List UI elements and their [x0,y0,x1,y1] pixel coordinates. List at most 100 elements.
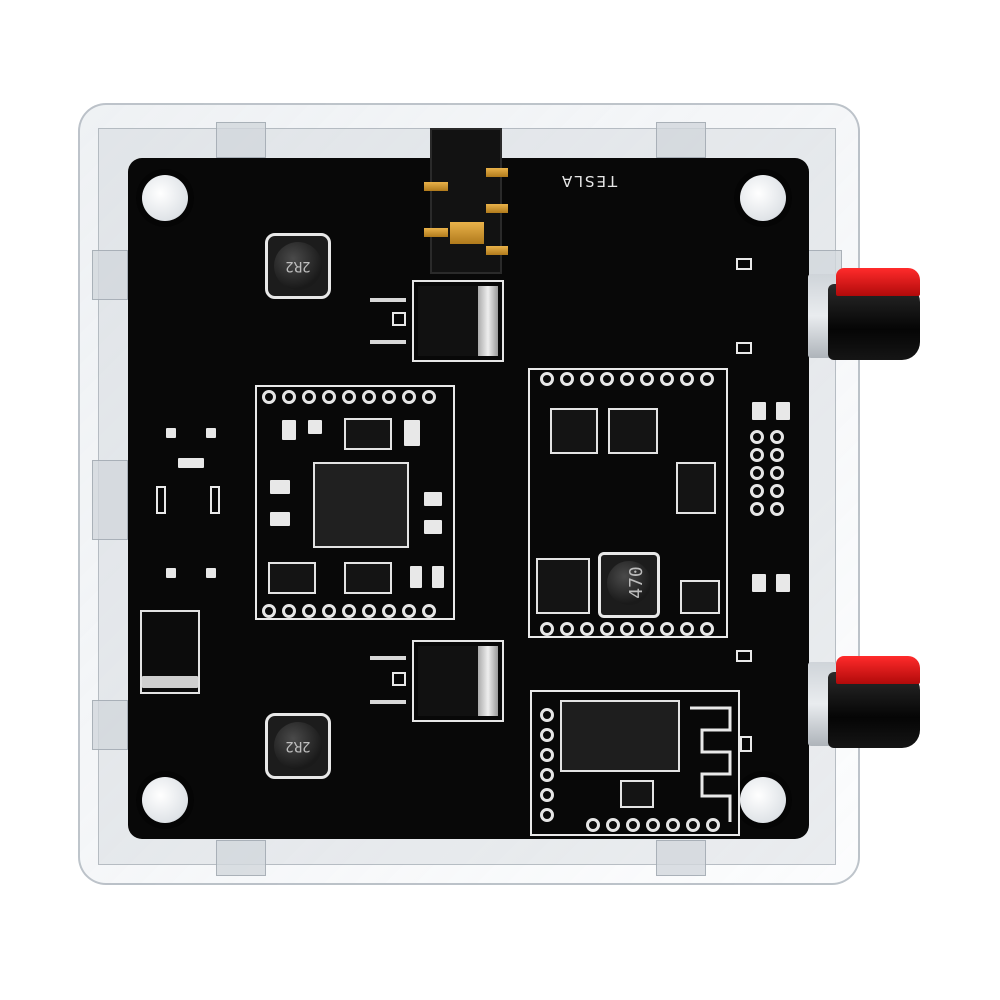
diode [268,562,316,594]
header-pin [560,622,574,636]
header-pin [262,390,276,404]
header-pin [620,372,634,386]
op-amp-ic [608,408,658,454]
header-pin [750,448,764,462]
header-pin [750,466,764,480]
terminal-body [828,284,920,360]
smd-pad [752,402,766,420]
header-pin [706,818,720,832]
inductor-label: 2R2 [285,258,311,274]
header-pin [422,604,436,618]
header-pin [680,622,694,636]
regulator-body [418,646,478,716]
diode [344,418,392,450]
header-pin [540,808,554,822]
header-pin [302,604,316,618]
case-tab [216,122,266,158]
header-pin [540,768,554,782]
header-pin [580,372,594,386]
jack-contact [450,222,484,244]
header-pin [660,622,674,636]
case-tab [92,250,128,300]
smd-pad [178,458,204,468]
smd-pad [776,574,790,592]
regulator-tab [478,286,498,356]
resistor [282,420,296,440]
voltage-regulator [412,280,504,362]
capacitor [410,566,422,588]
header-pin [302,390,316,404]
header-pin [770,466,784,480]
header-pin [262,604,276,618]
header-pin [770,430,784,444]
regulator-tab [142,676,198,688]
amplifier-module-right [528,368,728,638]
regulator-body [418,286,478,356]
header-pin [750,484,764,498]
case-tab [656,840,706,876]
header-pin [580,622,594,636]
header-pin [750,430,764,444]
mounting-hole [740,777,786,823]
header-pin [646,818,660,832]
header-pin [342,604,356,618]
header-pin [540,788,554,802]
control-ic [676,462,716,514]
header-pin [382,390,396,404]
case-tab [92,700,128,750]
smd-pad [736,258,752,270]
inductor-bottom: 2R2 [265,713,331,779]
amplifier-module-left [255,385,455,620]
brand-label: TESLA [560,172,618,190]
header-pin [362,604,376,618]
mounting-hole [740,175,786,221]
inductor-core [274,242,322,290]
smd-pad [210,486,220,514]
header-pin [422,390,436,404]
smd-pad [206,428,216,438]
header-pin [666,818,680,832]
header-pin [560,372,574,386]
regulator-lead [370,298,406,302]
header-pin [402,604,416,618]
jack-contact [486,204,508,213]
smd-pad [752,574,766,592]
jack-contact [486,168,508,177]
header-pin [620,622,634,636]
jack-contact [424,182,448,191]
header-pin [770,502,784,516]
op-amp-ic [550,408,598,454]
terminal-red-cap [836,268,920,296]
header-pin [600,622,614,636]
inductor-top: 2R2 [265,233,331,299]
regulator-tab [478,646,498,716]
resistor [424,492,442,506]
capacitor [432,566,444,588]
header-pin [606,818,620,832]
voltage-regulator [412,640,504,722]
header-pin [540,708,554,722]
header-pin [382,604,396,618]
header-pin [640,372,654,386]
header-pin [322,390,336,404]
header-pin [540,372,554,386]
smd-pad [736,342,752,354]
speaker-terminal-positive [808,268,920,364]
header-pin [626,818,640,832]
terminal-body [828,672,920,748]
regulator-lead [370,700,406,704]
case-tab [656,122,706,158]
case-tab [92,460,128,540]
case-tab [216,840,266,876]
header-pin [540,622,554,636]
header-pin [540,748,554,762]
header-pin [700,372,714,386]
smd-pad [740,736,752,752]
crystal [620,780,654,808]
header-pin [600,372,614,386]
antenna-trace [690,706,732,822]
power-ic [313,462,409,548]
header-pin [282,390,296,404]
header-pin [640,622,654,636]
resistor [308,420,322,434]
